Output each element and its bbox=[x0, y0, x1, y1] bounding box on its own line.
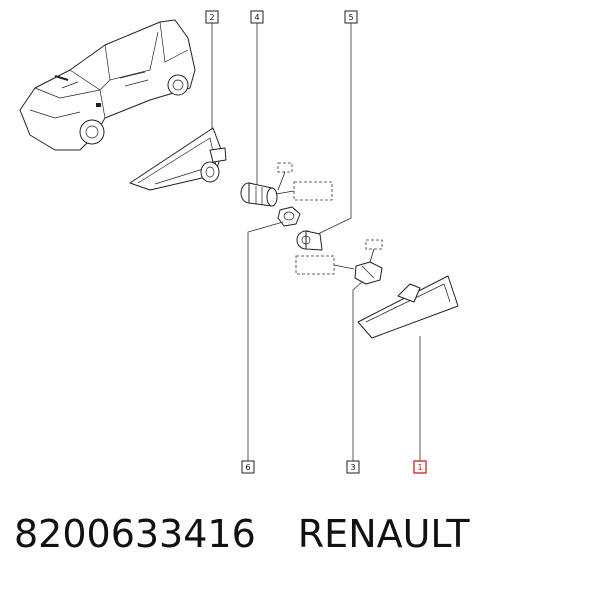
callout-4: 4 bbox=[250, 10, 264, 24]
svg-text:4: 4 bbox=[254, 13, 259, 22]
svg-text:1: 1 bbox=[417, 463, 422, 472]
svg-text:3: 3 bbox=[350, 463, 355, 472]
side-indicator-lens bbox=[357, 275, 459, 339]
callout-1: 1 bbox=[413, 460, 427, 474]
callout-3: 3 bbox=[346, 460, 360, 474]
svg-text:6: 6 bbox=[245, 463, 250, 472]
reference-markers bbox=[275, 162, 383, 275]
callout-6: 6 bbox=[241, 460, 255, 474]
bulb-amber bbox=[354, 261, 383, 285]
callout-2: 2 bbox=[205, 10, 219, 24]
car-illustration bbox=[19, 19, 196, 151]
svg-text:2: 2 bbox=[209, 13, 214, 22]
leader-lines bbox=[211, 23, 421, 461]
housing-bracket bbox=[129, 127, 227, 191]
part-number: 8200633416 bbox=[14, 512, 256, 556]
brand-name: RENAULT bbox=[297, 512, 470, 556]
caption: 8200633416 RENAULT bbox=[14, 512, 594, 572]
bulb-small bbox=[277, 206, 301, 227]
bulb-holder bbox=[240, 182, 278, 207]
svg-text:5: 5 bbox=[348, 13, 353, 22]
parts-diagram: 2 4 5 6 3 1 bbox=[19, 10, 459, 474]
socket-seal bbox=[296, 230, 323, 251]
callout-5: 5 bbox=[344, 10, 358, 24]
